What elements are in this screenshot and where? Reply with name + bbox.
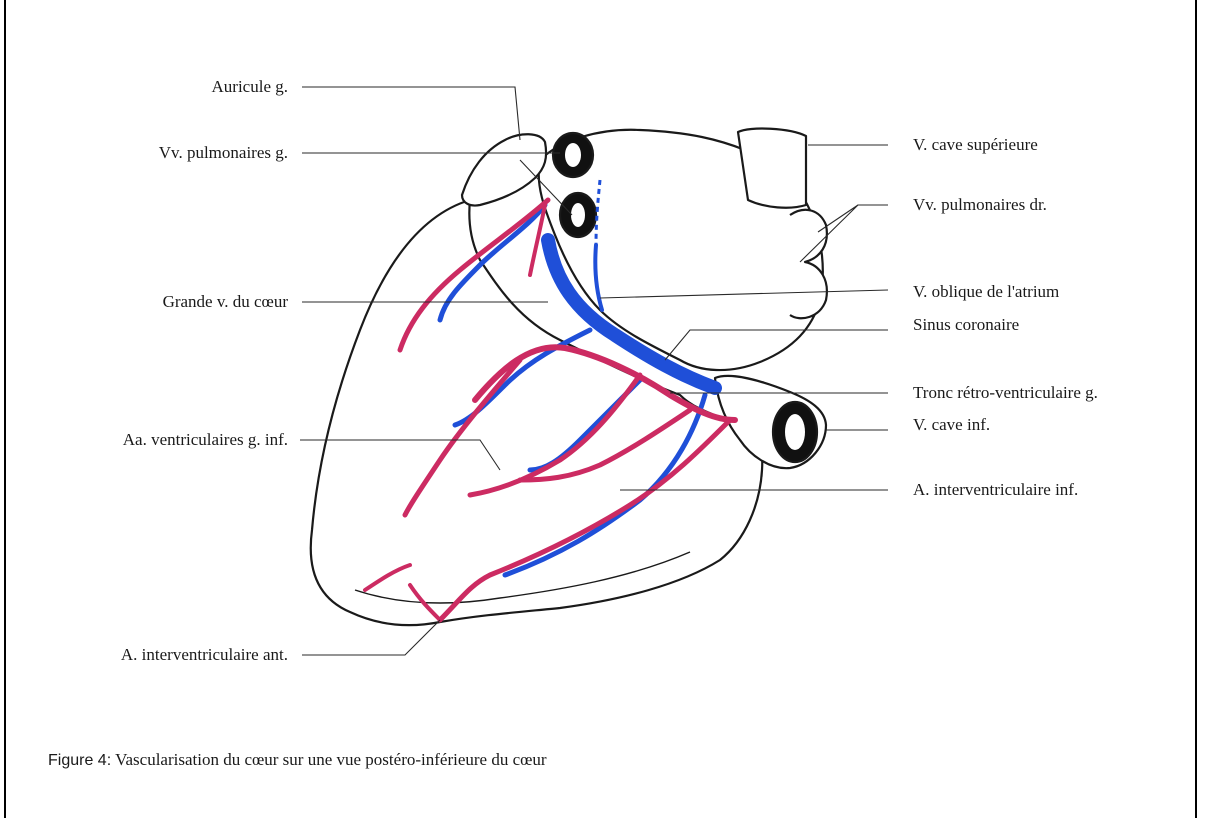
label-v-cave-inf: V. cave inf.	[913, 416, 990, 433]
caption-text: Vascularisation du cœur sur une vue post…	[115, 750, 546, 769]
label-grande-v-coeur: Grande v. du cœur	[163, 293, 288, 310]
label-aa-ventriculaires: Aa. ventriculaires g. inf.	[123, 431, 288, 448]
left-auricle	[462, 134, 546, 205]
figure-caption: Figure 4: Vascularisation du cœur sur un…	[48, 750, 547, 770]
label-sinus-coronaire: Sinus coronaire	[913, 316, 1019, 333]
label-tronc-retro: Tronc rétro-ventriculaire g.	[913, 384, 1098, 401]
label-a-interventriculaire-ant: A. interventriculaire ant.	[121, 646, 288, 663]
label-vv-pulmonaires-g: Vv. pulmonaires g.	[159, 144, 288, 161]
superior-vena-cava	[738, 129, 806, 208]
label-auricule-g: Auricule g.	[212, 78, 288, 95]
label-v-cave-sup: V. cave supérieure	[913, 136, 1038, 153]
label-vv-pulmonaires-dr: Vv. pulmonaires dr.	[913, 196, 1047, 213]
label-a-interventriculaire-inf: A. interventriculaire inf.	[913, 481, 1078, 498]
heart-drawing	[311, 129, 827, 626]
leader-auricule-g	[302, 87, 520, 140]
label-v-oblique: V. oblique de l'atrium	[913, 283, 1059, 300]
caption-prefix: Figure 4:	[48, 752, 111, 769]
